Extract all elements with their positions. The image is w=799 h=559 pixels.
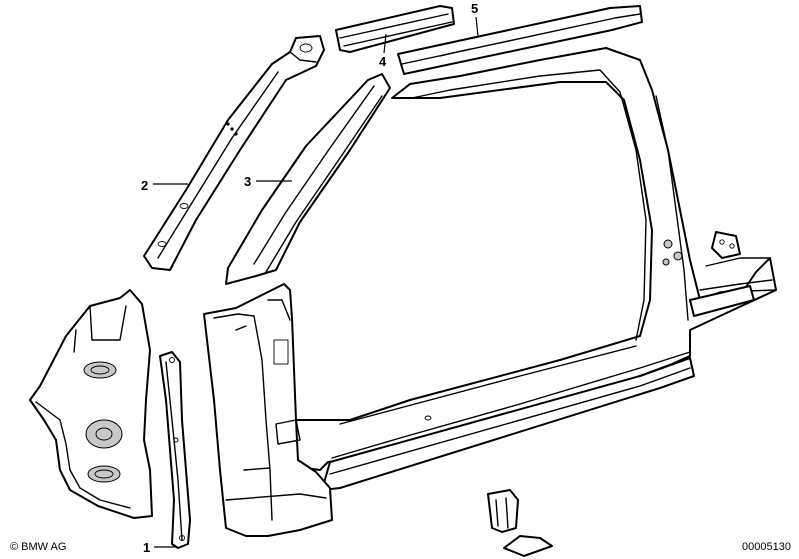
part-4-roof-channel[interactable] [335, 5, 455, 53]
body-side-frame[interactable] [289, 47, 777, 471]
svg-text:4: 4 [379, 54, 387, 69]
copyright-notice: © BMW AG [10, 541, 67, 553]
callout-3: 3 [244, 174, 292, 189]
svg-text:5: 5 [471, 1, 478, 16]
callout-2: 2 [141, 178, 188, 193]
callout-5: 5 [471, 1, 479, 37]
part-3-a-pillar-trim[interactable] [225, 73, 391, 285]
callout-4: 4 [379, 33, 387, 69]
svg-text:3: 3 [244, 174, 251, 189]
part-5-roof-rail[interactable] [397, 5, 643, 75]
small-floor-bracket[interactable] [487, 489, 553, 557]
catalog-number: 00005130 [742, 541, 791, 553]
hinge-pillar-assembly[interactable] [203, 283, 333, 537]
svg-text:2: 2 [141, 178, 148, 193]
svg-text:1: 1 [143, 540, 150, 555]
gusset-plate[interactable] [711, 231, 741, 259]
front-wheel-arch-panel[interactable] [29, 289, 153, 519]
part-2-a-pillar-rail[interactable] [143, 35, 325, 271]
part-1-pillar-bracket[interactable] [159, 351, 191, 549]
callout-1: 1 [143, 540, 176, 555]
